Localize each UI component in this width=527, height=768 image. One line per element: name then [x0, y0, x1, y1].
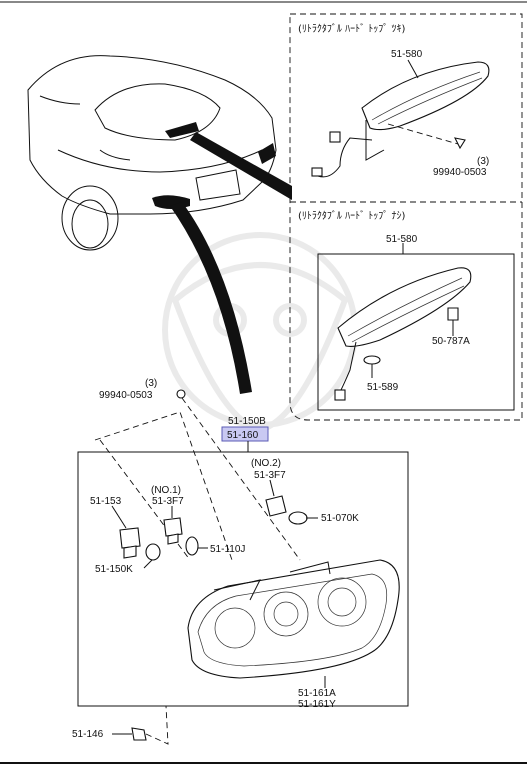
- label-51-160: 51-160: [227, 430, 259, 441]
- label-qty-mid: (3): [145, 378, 157, 389]
- lamp-assembly-box: [77, 451, 409, 707]
- harness-connector-upper: [329, 131, 341, 143]
- bulb-51-110j: [185, 536, 199, 556]
- lamp-connector: [334, 389, 346, 401]
- label-51-161y: 51-161Y: [298, 699, 336, 710]
- inset-frame: [289, 13, 523, 421]
- grommet-icon: [363, 355, 381, 365]
- label-51-070k: 51-070K: [321, 513, 359, 524]
- label-qty-top: (3): [477, 156, 489, 167]
- label-51-150b: 51-150B: [228, 416, 266, 427]
- label-51-589: 51-589: [367, 382, 399, 393]
- inset-bottom-header: (ﾘﾄﾗｸﾀﾌﾞﾙ ﾊｰﾄﾞ ﾄｯﾌﾟ ﾅｼ): [298, 210, 405, 222]
- pointer-to-insets: [190, 132, 292, 200]
- label-51-150k: 51-150K: [95, 564, 133, 575]
- car-rear-illustration: [27, 55, 277, 251]
- label-99940-0503-top: 99940-0503: [433, 167, 487, 178]
- bulb-51-150k: [145, 543, 161, 561]
- watermark: [162, 232, 358, 434]
- harness-connector-lower: [311, 167, 323, 177]
- rear-combination-lamp: [187, 559, 400, 679]
- label-51-580-top: 51-580: [391, 49, 423, 60]
- label-51-146: 51-146: [72, 729, 104, 740]
- socket-51-3f7-no2: [265, 495, 287, 517]
- license-plate: [195, 169, 241, 201]
- bulb-51-070k: [288, 511, 308, 525]
- nut-icon: [447, 307, 459, 321]
- screw-51-146-icon: [131, 727, 147, 741]
- label-51-3f7-no2: 51-3F7: [254, 470, 286, 481]
- label-no1: (NO.1): [151, 485, 181, 496]
- rear-wheel: [71, 199, 109, 249]
- lamp-box: [317, 253, 515, 411]
- label-no2: (NO.2): [251, 458, 281, 469]
- rear-wheel-arch: [61, 185, 119, 251]
- socket-51-153: [119, 527, 141, 559]
- label-51-110j: 51-110J: [210, 544, 245, 555]
- right-tail-light: [258, 143, 276, 164]
- label-99940-0503-mid: 99940-0503: [99, 390, 153, 401]
- inset-top-header: (ﾘﾄﾗｸﾀﾌﾞﾙ ﾊｰﾄﾞ ﾄｯﾌﾟ ﾂｷ): [298, 23, 405, 35]
- third-brake-light: [165, 122, 199, 138]
- highlight-51-160: [221, 426, 269, 442]
- label-51-161a: 51-161A: [298, 688, 336, 699]
- bolt-icon: [454, 137, 466, 150]
- label-51-580-bottom: 51-580: [386, 234, 418, 245]
- high-mount-lamp-with-harness: [311, 61, 490, 178]
- pointer-to-lamp: [170, 202, 252, 394]
- high-mount-lamp: [334, 267, 472, 401]
- label-51-153: 51-153: [90, 496, 122, 507]
- label-50-787a: 50-787A: [432, 336, 470, 347]
- screw-icon: [176, 389, 186, 399]
- label-51-3f7-no1: 51-3F7: [152, 496, 184, 507]
- socket-51-3f7-no1: [163, 517, 183, 545]
